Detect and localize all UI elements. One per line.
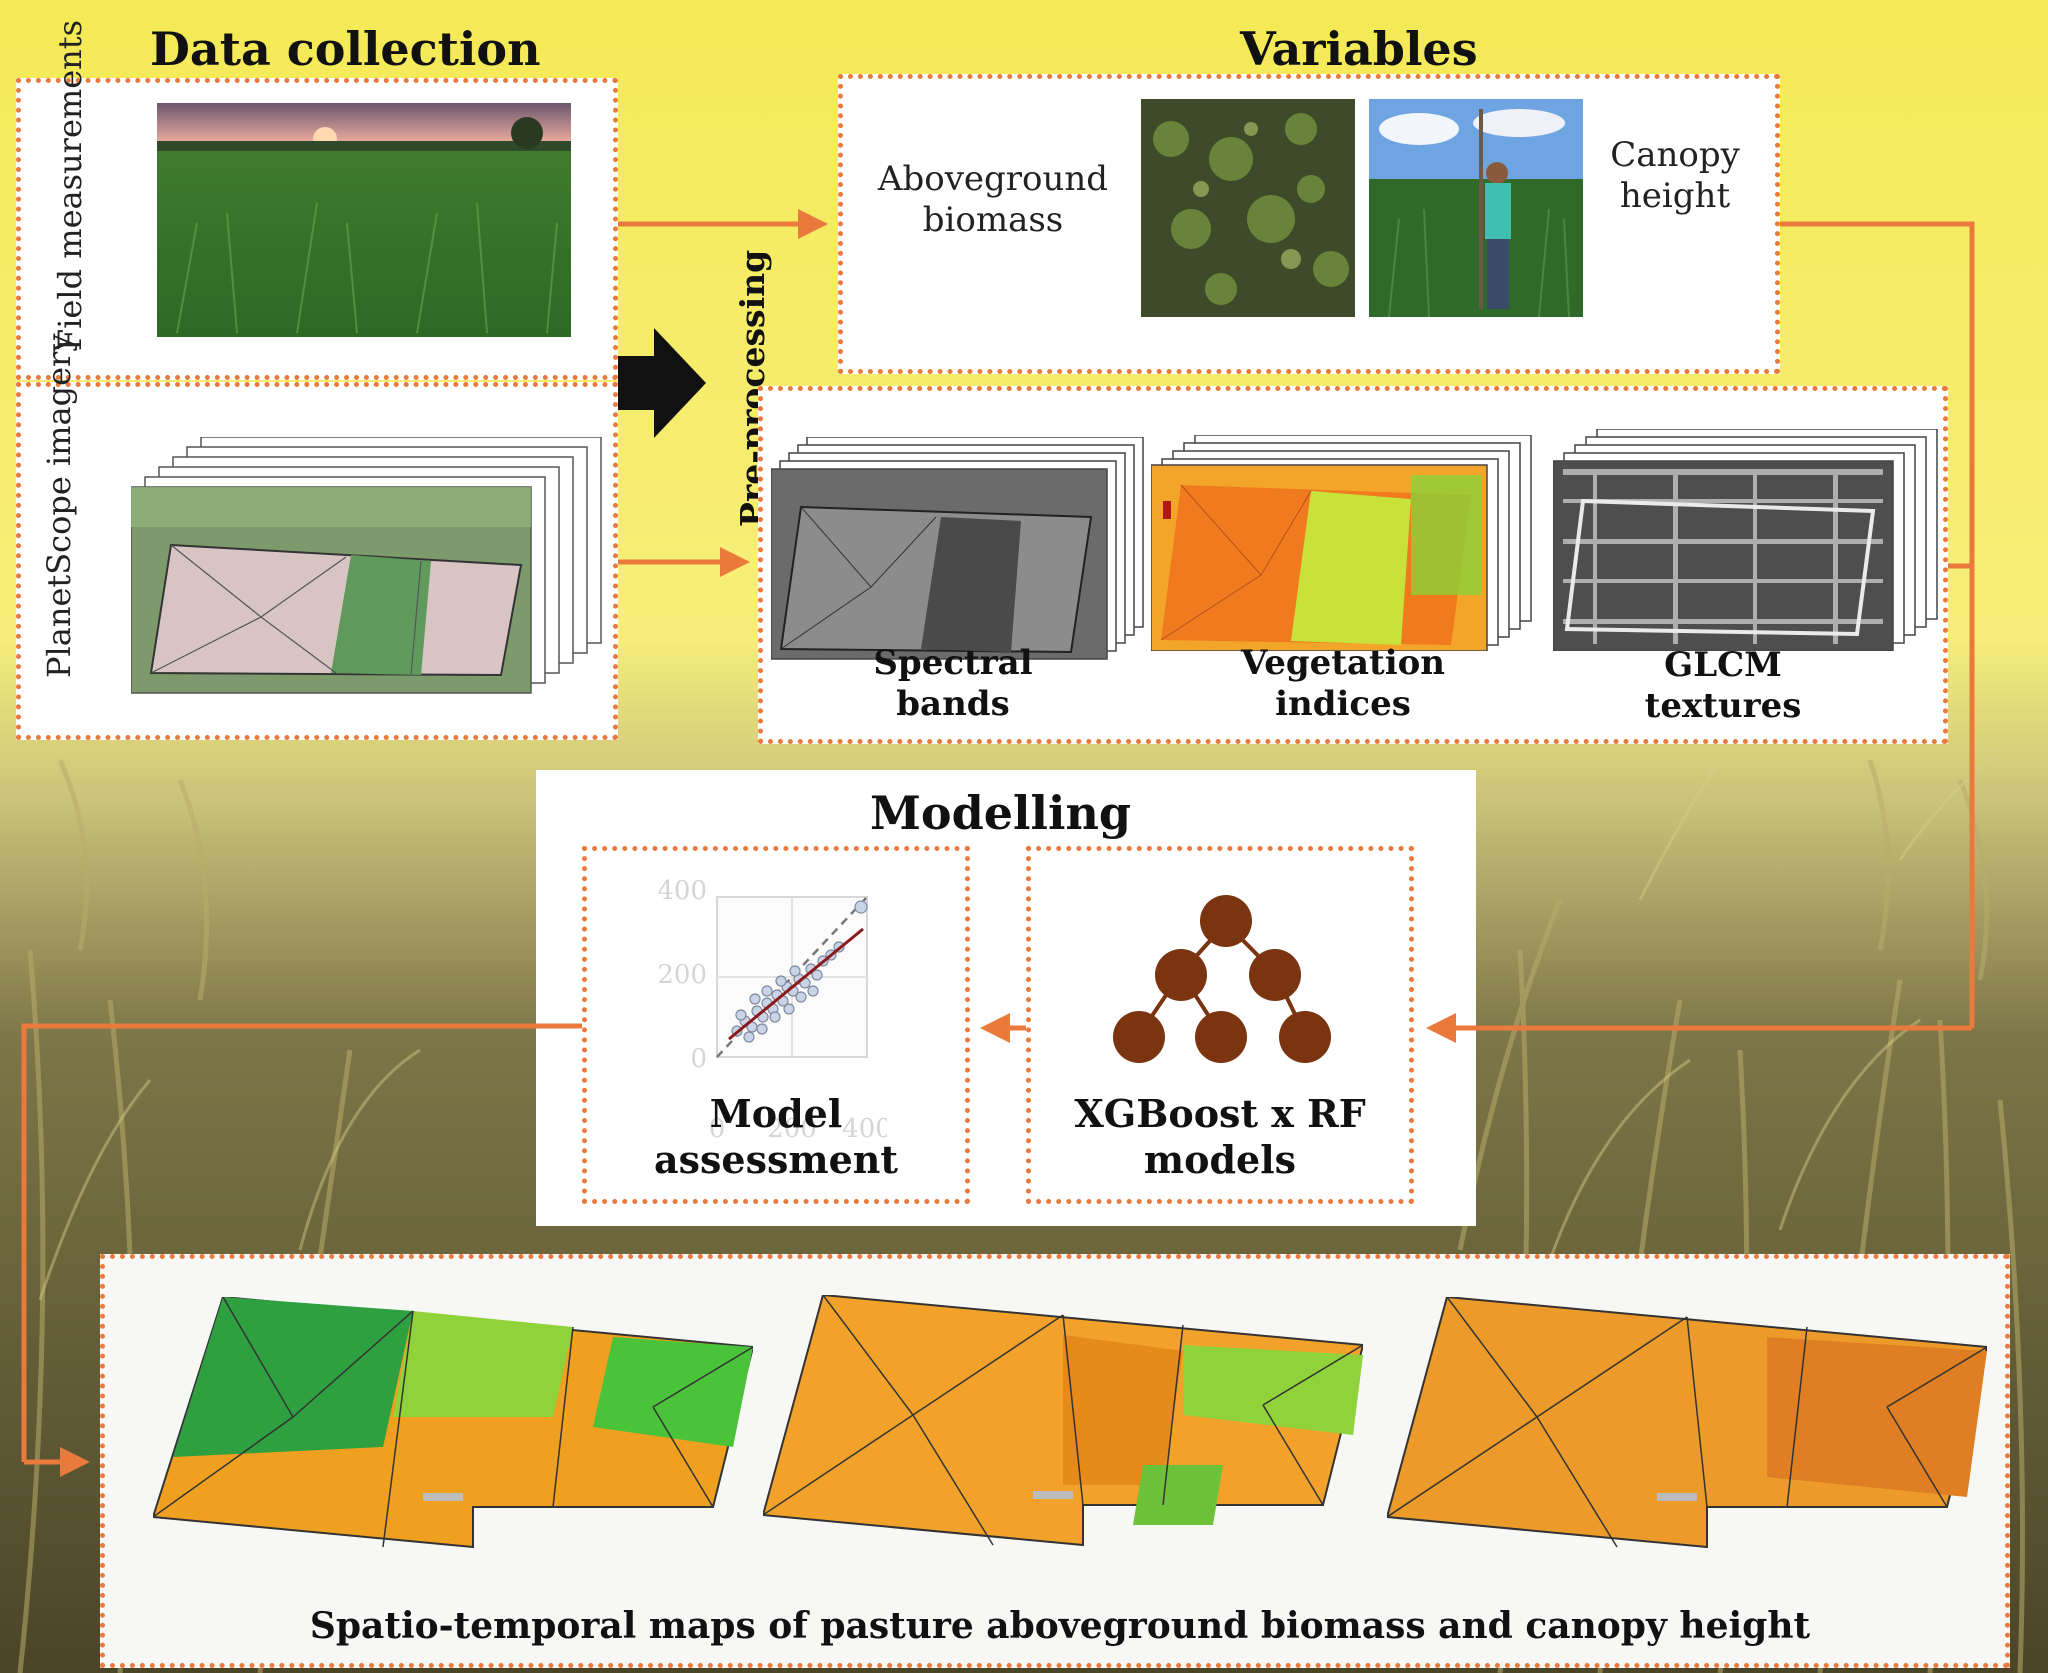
decision-tree-icon [1113, 895, 1331, 1063]
data-collection-title: Data collection [150, 22, 541, 76]
x-tick-200: 200 [767, 1114, 817, 1144]
scatter-plot-icon: 400 200 0 [657, 876, 868, 1074]
planetscope-image-stack [131, 437, 602, 694]
variables-title: Variables [1240, 22, 1478, 76]
output-maps-label: Spatio-temporal maps of pasture abovegro… [309, 1605, 1811, 1647]
planetscope-label: PlanetScope imagery [40, 333, 78, 678]
vegetation-indices-label: Vegetation indices [1240, 643, 1446, 724]
y-tick-400: 400 [657, 876, 707, 906]
output-maps-box: Spatio-temporal maps of pasture abovegro… [100, 1254, 2010, 1668]
x-tick-labels: 0 200 400 [709, 1114, 887, 1144]
variables-box: Aboveground biomass Canopy height [838, 74, 1780, 374]
tree-node [1195, 1011, 1247, 1063]
canopy-photo [1369, 99, 1583, 317]
tree-node [1249, 949, 1301, 1001]
models-box: XGBoost x RF models [1026, 846, 1414, 1204]
field-photo [157, 103, 571, 337]
biomass-photo [1141, 99, 1355, 317]
map-2 [763, 1295, 1363, 1547]
map-3 [1387, 1297, 1987, 1549]
x-tick-0: 0 [709, 1114, 726, 1144]
model-assessment-box: 400 200 0 0 200 400 Model assessment [582, 846, 970, 1204]
spectral-bands-label: Spectral bands [873, 643, 1033, 724]
big-black-arrow [618, 328, 706, 438]
map-1 [153, 1297, 753, 1549]
y-tick-200: 200 [657, 960, 707, 990]
tree-node [1155, 949, 1207, 1001]
tree-node [1200, 895, 1252, 947]
tree-node [1113, 1011, 1165, 1063]
planetscope-box: PlanetScope imagery [16, 333, 618, 740]
vegetation-indices-image [1151, 435, 1532, 651]
field-measurements-label: Field measurements [51, 19, 89, 351]
field-measurements-box: Field measurements [16, 19, 618, 380]
input-variables-box: Spectral bands Vegetation indices GLCM t… [758, 386, 1948, 744]
models-label: XGBoost x RF models [1074, 1091, 1366, 1182]
glcm-textures-image [1553, 429, 1938, 651]
modelling-title: Modelling [870, 786, 1132, 840]
aboveground-biomass-label: Aboveground biomass [877, 159, 1109, 240]
glcm-textures-label: GLCM textures [1644, 645, 1802, 726]
x-tick-400: 400 [842, 1114, 887, 1144]
y-tick-0: 0 [690, 1044, 707, 1074]
spectral-bands-image [771, 437, 1144, 660]
tree-node [1279, 1011, 1331, 1063]
model-assessment-label: Model assessment [654, 1091, 898, 1182]
canopy-height-label: Canopy height [1610, 135, 1740, 216]
